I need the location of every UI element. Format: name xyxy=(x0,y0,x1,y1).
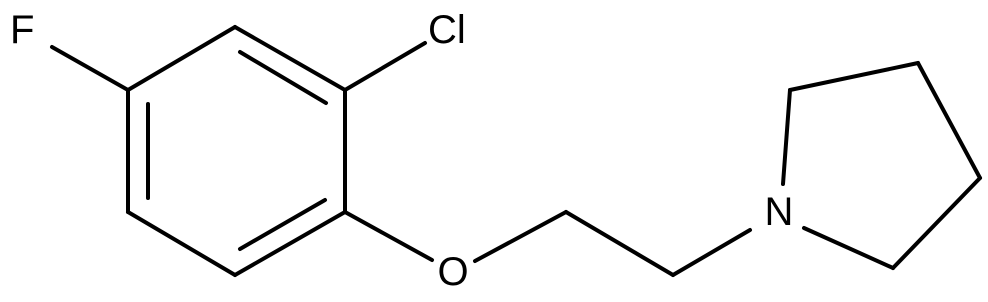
pyrrolidine-bond-c4-c5 xyxy=(891,176,982,270)
pyrrolidine-bond-c3-c4 xyxy=(916,61,982,180)
atom-label-nitrogen: N xyxy=(765,190,794,234)
atom-label-oxygen: O xyxy=(437,250,468,294)
bond-ch2-ch2 xyxy=(564,210,675,277)
ring-bond-c4-c5 xyxy=(126,210,237,277)
pyrrolidine-bond-n-c2 xyxy=(781,88,792,186)
pyrrolidine-ring xyxy=(781,61,982,270)
benzene-ring xyxy=(126,25,347,277)
bond-c-o xyxy=(343,210,434,262)
bond-o-ch2 xyxy=(473,210,568,263)
bond-c-f xyxy=(50,45,130,92)
pyrrolidine-bond-c5-n xyxy=(802,226,895,270)
ring-double-bond-inner-1 xyxy=(238,50,328,105)
bond-ch2-n xyxy=(671,228,752,277)
ring-bond-c2-c3 xyxy=(126,25,237,92)
atom-label-chlorine: Cl xyxy=(428,8,466,52)
ring-bond-c5-c6 xyxy=(233,210,347,277)
pyrrolidine-bond-c2-c3 xyxy=(788,61,920,92)
atom-label-fluorine: F xyxy=(10,8,34,52)
ring-double-bond-inner-3 xyxy=(238,198,327,251)
bond-c-cl xyxy=(343,41,427,92)
ring-bond-c1-c2 xyxy=(233,25,347,92)
